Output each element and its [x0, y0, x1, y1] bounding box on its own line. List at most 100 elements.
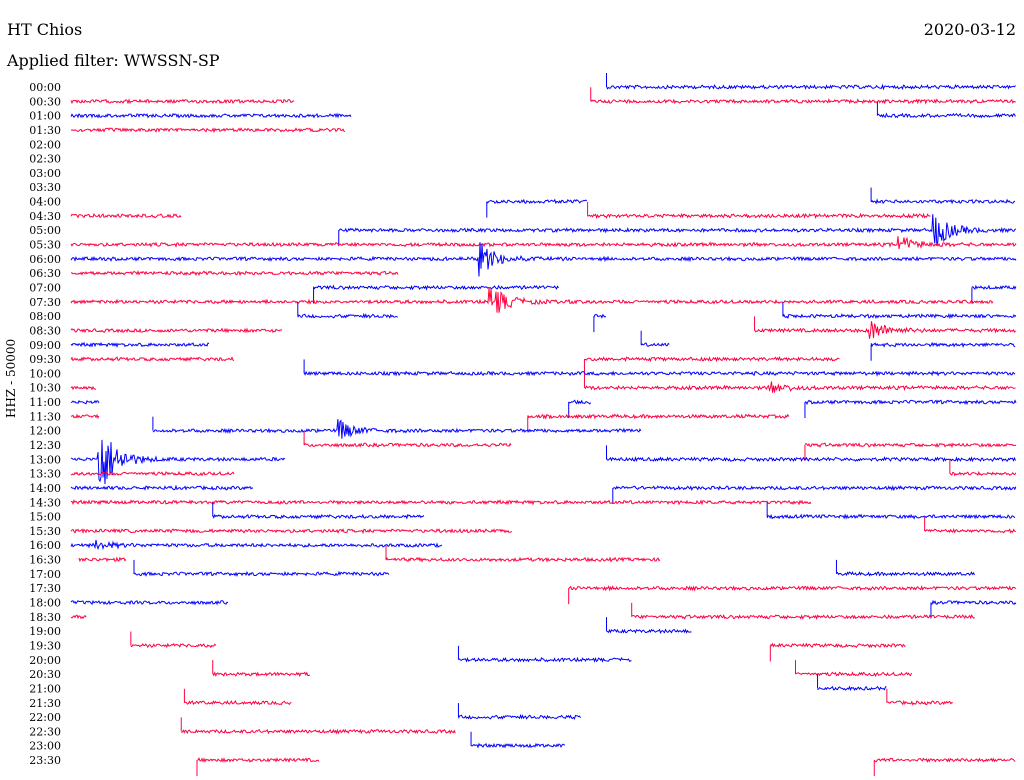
row-time-label: 18:00 [29, 597, 61, 610]
trace-segment [70, 599, 229, 606]
row-time-label: 08:30 [29, 324, 61, 337]
row-time-label: 00:00 [29, 81, 61, 94]
trace-segment [70, 385, 97, 391]
trace-segment [584, 381, 1016, 393]
trace-segment [70, 270, 399, 277]
trace-segment [836, 571, 975, 577]
trace-segment [527, 413, 790, 420]
row-time-label: 14:00 [29, 482, 61, 495]
trace-segment [584, 355, 840, 363]
row-time-label: 12:30 [29, 439, 61, 452]
row-time-label: 22:30 [29, 725, 61, 738]
row-time-label: 22:00 [29, 711, 61, 724]
row-time-label: 17:30 [29, 582, 61, 595]
row-time-label: 13:30 [29, 468, 61, 481]
row-time-label: 04:00 [29, 196, 61, 209]
row-time-label: 04:30 [29, 210, 61, 223]
trace-segment [458, 656, 632, 663]
row-time-label: 13:00 [29, 453, 61, 466]
row-time-label: 14:30 [29, 496, 61, 509]
trace-segment [70, 527, 513, 535]
trace-segment [70, 327, 283, 334]
row-time-label: 21:30 [29, 697, 61, 710]
row-time-label: 15:00 [29, 511, 61, 524]
trace-segment [795, 671, 912, 678]
trace-segment [130, 642, 217, 649]
filter-label: Applied filter: WWSSN-SP [7, 51, 220, 70]
trace-segment [606, 456, 1016, 463]
row-time-label: 19:00 [29, 625, 61, 638]
row-time-label: 19:30 [29, 639, 61, 652]
trace-segment [924, 528, 1016, 534]
row-time-label: 03:30 [29, 181, 61, 194]
trace-segment [297, 312, 399, 319]
trace-segment [587, 212, 931, 220]
row-time-label: 12:00 [29, 425, 61, 438]
row-time-label: 09:00 [29, 339, 61, 352]
trace-segment [870, 198, 1016, 205]
trace-segment [70, 341, 210, 349]
trace-segment [184, 699, 292, 706]
trace-segment [70, 112, 352, 119]
trace-segment [458, 713, 581, 720]
trace-segment [70, 499, 812, 506]
trace-segment [70, 413, 100, 419]
row-time-label: 10:30 [29, 382, 61, 395]
trace-segment [804, 442, 1017, 449]
trace-segment [70, 484, 254, 491]
trace-segment [590, 98, 1016, 105]
trace-segment [70, 399, 100, 405]
row-time-label: 23:00 [29, 740, 61, 753]
trace-segment [196, 757, 320, 764]
row-time-label: 20:00 [29, 654, 61, 667]
trace-segment [877, 112, 1016, 119]
trace-segment [470, 742, 566, 749]
row-time-label: 06:30 [29, 267, 61, 280]
row-time-label: 02:30 [29, 153, 61, 166]
row-time-label: 21:00 [29, 682, 61, 695]
row-time-label: 16:00 [29, 539, 61, 552]
row-time-label: 20:30 [29, 668, 61, 681]
row-time-label: 01:00 [29, 110, 61, 123]
row-time-label: 09:30 [29, 353, 61, 366]
trace-segment [640, 342, 670, 347]
row-time-label: 15:30 [29, 525, 61, 538]
row-time-label: 10:00 [29, 367, 61, 380]
row-time-label: 16:30 [29, 554, 61, 567]
trace-segment [606, 83, 1016, 91]
station-title: HT Chios [7, 20, 83, 39]
trace-segment [212, 671, 311, 678]
row-time-label: 18:30 [29, 611, 61, 624]
row-time-label: 01:30 [29, 124, 61, 137]
row-time-label: 02:00 [29, 138, 61, 151]
trace-segment [754, 321, 1016, 339]
trace-segment [152, 419, 642, 439]
trace-segment [212, 513, 425, 520]
trace-segment [568, 585, 1017, 592]
trace-segment [70, 236, 1017, 250]
trace-segment [971, 284, 1017, 291]
trace-segment [70, 287, 994, 313]
row-time-label: 00:30 [29, 95, 61, 108]
trace-segment [313, 284, 559, 291]
trace-segment [949, 470, 1017, 477]
trace-segment [70, 356, 235, 362]
row-time-label: 11:00 [29, 396, 61, 409]
row-time-label: 03:00 [29, 167, 61, 180]
row-time-label: 06:00 [29, 253, 61, 266]
trace-segment [70, 242, 1017, 277]
row-time-label: 08:00 [29, 310, 61, 323]
trace-segment [817, 685, 887, 692]
trace-segment [133, 570, 390, 577]
trace-segment [338, 214, 1017, 246]
trace-segment [486, 198, 588, 205]
trace-segment [782, 313, 1017, 320]
trace-segment [612, 484, 1017, 492]
trace-segment [303, 442, 512, 448]
trace-segment [181, 728, 456, 735]
date-label: 2020-03-12 [923, 20, 1016, 39]
trace-segment [766, 513, 1016, 520]
row-time-label: 07:30 [29, 296, 61, 309]
trace-segment [70, 470, 235, 477]
trace-segment [870, 341, 1016, 348]
